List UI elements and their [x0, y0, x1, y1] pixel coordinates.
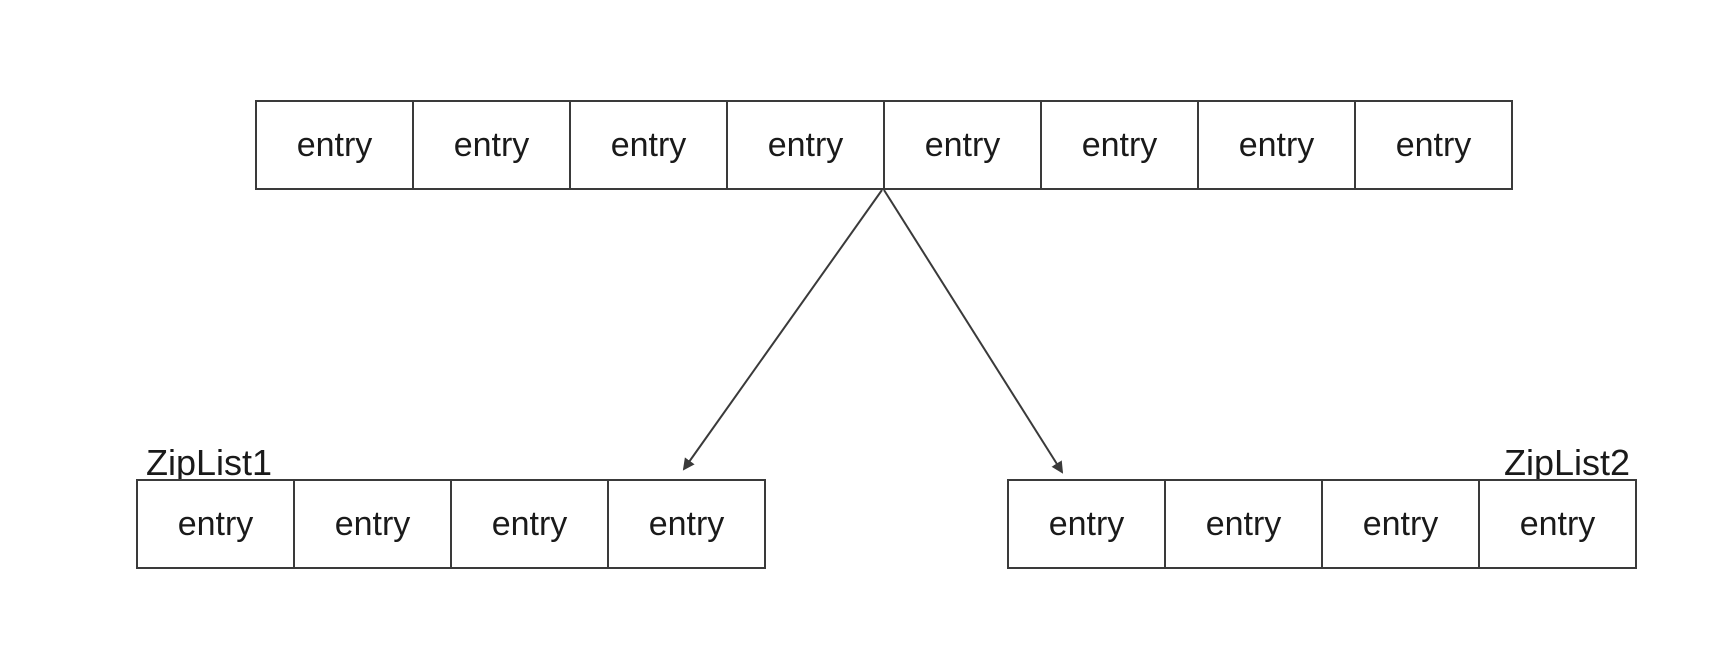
- ziplist1-label: ZipList1: [146, 442, 273, 483]
- arrow-to-ziplist1: [682, 189, 883, 471]
- entry-cell: entry: [293, 479, 452, 569]
- entry-cell: entry: [1354, 100, 1513, 190]
- entry-cell: entry: [726, 100, 885, 190]
- entry-cell: entry: [136, 479, 295, 569]
- quicklist-node-row: entry entry entry entry entry entry entr…: [255, 100, 1513, 190]
- entry-cell: entry: [1007, 479, 1166, 569]
- entry-cell: entry: [255, 100, 414, 190]
- entry-cell: entry: [569, 100, 728, 190]
- entry-cell: entry: [450, 479, 609, 569]
- ziplist1-row: entry entry entry entry: [136, 479, 766, 569]
- entry-cell: entry: [1164, 479, 1323, 569]
- entry-cell: entry: [1197, 100, 1356, 190]
- arrow-to-ziplist2: [883, 189, 1064, 474]
- entry-cell: entry: [412, 100, 571, 190]
- entry-cell: entry: [883, 100, 1042, 190]
- entry-cell: entry: [607, 479, 766, 569]
- entry-cell: entry: [1321, 479, 1480, 569]
- entry-cell: entry: [1040, 100, 1199, 190]
- entry-cell: entry: [1478, 479, 1637, 569]
- ziplist2-label: ZipList2: [1504, 442, 1631, 483]
- ziplist2-row: entry entry entry entry: [1007, 479, 1637, 569]
